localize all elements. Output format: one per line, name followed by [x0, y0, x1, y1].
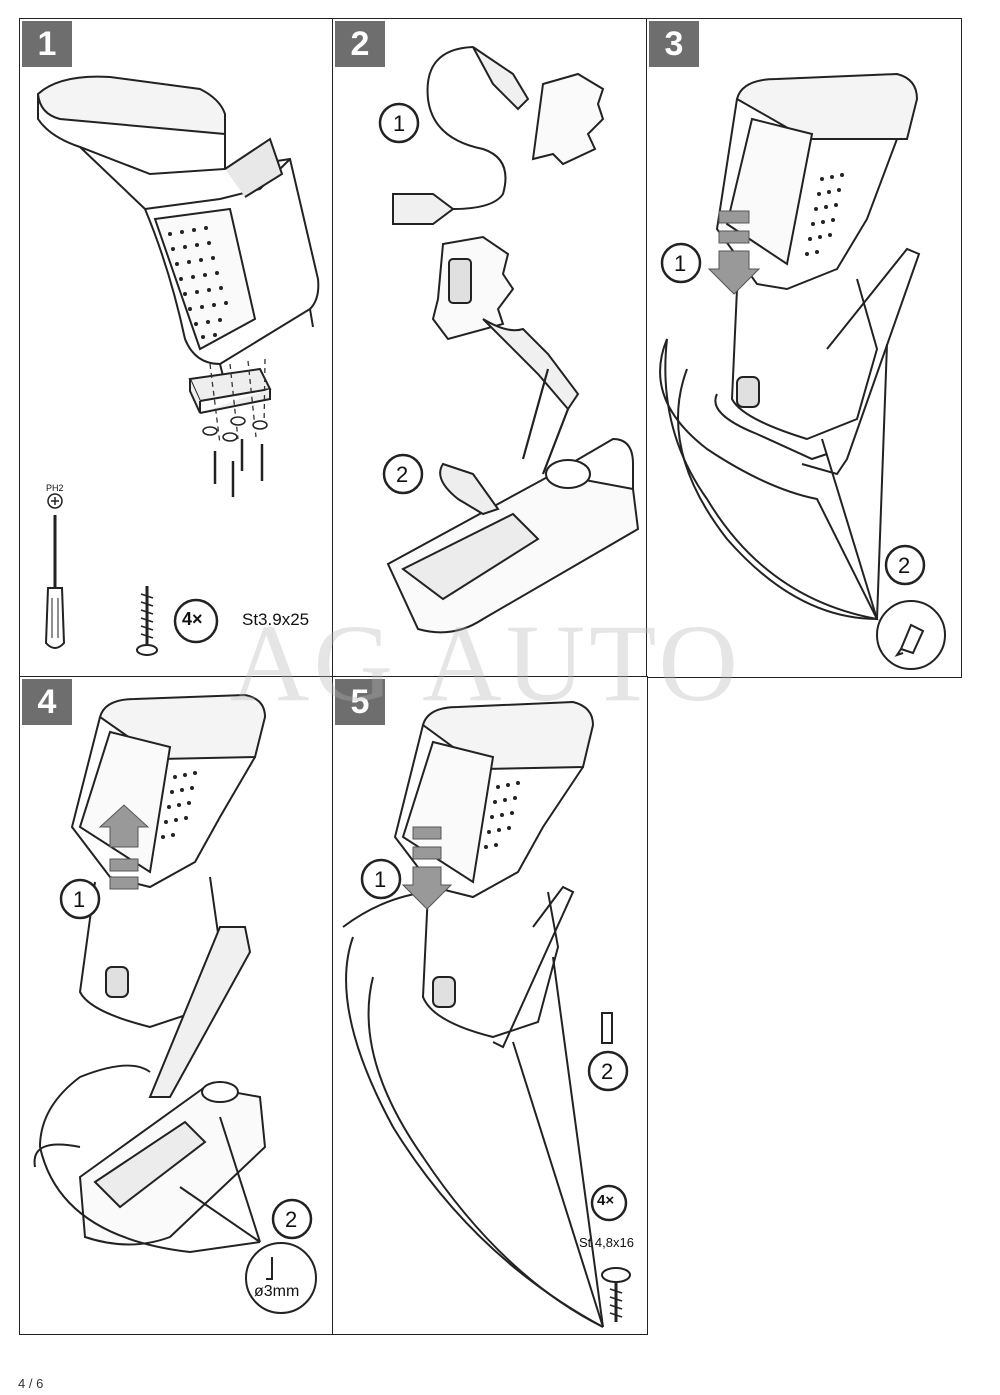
callout-2-circle [587, 1050, 629, 1092]
callout-1: 1 [393, 111, 406, 136]
callout-2-circle [382, 453, 424, 495]
step-number: 4 [22, 679, 72, 725]
callout-2: 2 [601, 1059, 614, 1084]
callout-1: 1 [374, 867, 387, 892]
drill-size: ø3mm [254, 1283, 300, 1300]
screw-spec: St3.9x25 [242, 610, 310, 629]
callout-1-circle [59, 878, 101, 920]
drill-bit-icon [245, 1242, 317, 1314]
callout-1-circle [378, 102, 420, 144]
socket-wiring-illustration [386, 46, 640, 634]
callout-1: 1 [674, 251, 687, 276]
screw-spec: St 4,8x16 [579, 1235, 634, 1250]
marker-pen-icon [876, 600, 946, 670]
step-number: 5 [335, 679, 385, 725]
bit-size-label: PH2 [46, 483, 64, 493]
callout-1-circle [360, 858, 402, 900]
page-number: 4 / 6 [18, 1376, 44, 1391]
step-3-panel: 3 1 [646, 18, 962, 678]
step-number: 3 [649, 21, 699, 67]
callout-1: 1 [73, 887, 86, 912]
callout-2: 2 [396, 462, 409, 487]
screw-quantity: 4× [597, 1192, 615, 1209]
final-fixing-illustration [342, 700, 631, 1328]
armrest-mounting-illustration [36, 75, 320, 497]
callout-2-circle [271, 1198, 313, 1240]
step-number: 2 [335, 21, 385, 67]
screwdriver-icon [44, 493, 66, 649]
callout-2: 2 [285, 1207, 298, 1232]
quantity-circle [173, 598, 219, 644]
drill-holes-illustration [33, 693, 267, 1254]
armrest-install-illustration [659, 72, 921, 621]
step-5-panel: 5 [332, 676, 648, 1335]
step-4-panel: 4 [19, 676, 334, 1335]
callout-1-circle [660, 242, 702, 284]
wood-screw-icon [136, 586, 158, 656]
screw-quantity: 4× [182, 609, 203, 629]
callout-2-circle [884, 544, 926, 586]
step-1-panel: 1 [19, 18, 334, 678]
quantity-circle [590, 1184, 628, 1222]
callout-2: 2 [898, 553, 911, 578]
step-2-panel: 2 1 2 [332, 18, 648, 678]
step-number: 1 [22, 21, 72, 67]
